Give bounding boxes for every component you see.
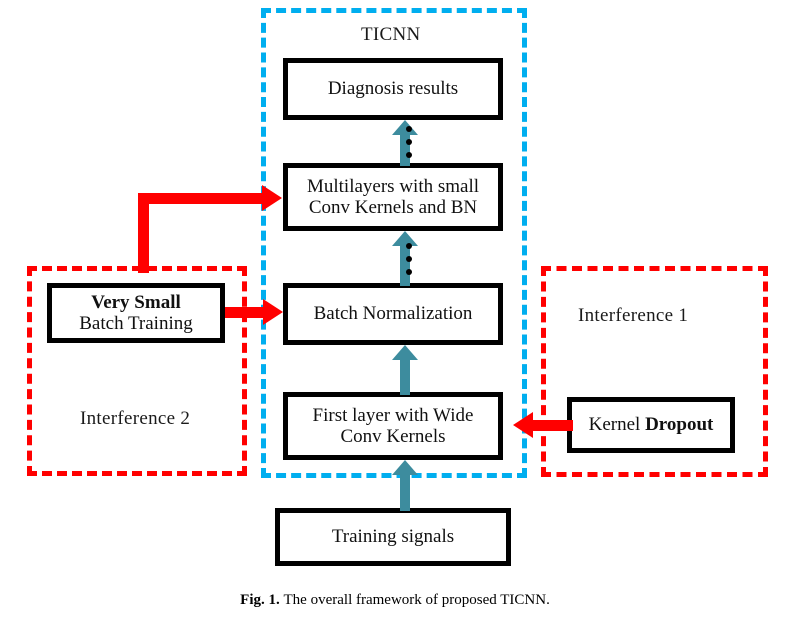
interference-1-group-label: Interference 1 [578,305,689,326]
arrow-shaft [400,241,410,286]
ellipsis-dot [406,152,412,158]
ticnn-group-label: TICNN [361,24,421,45]
flow-arrow-multilayers-to-diagnosis [392,120,418,166]
node-kernel-dropout-word1: Kernel [588,414,646,436]
node-first-layer-label: First layer with Wide Conv Kernels [313,405,474,448]
node-first-layer-line2: Conv Kernels [340,426,446,447]
node-first-layer-line1: First layer with Wide [312,404,474,426]
interference-1-group-boundary [541,266,768,477]
ticnn-group-boundary [261,8,527,478]
ellipsis-dot [406,256,412,262]
interference-arrow-verysmall-to-multilayers-head-icon [262,185,282,211]
node-training-signals: Training signals [275,508,511,566]
arrow-head-icon [392,345,418,360]
node-very-small-batch-label: Very Small Batch Training [79,292,192,335]
interference-arrow-verysmall-to-multilayers-vertical [138,193,149,273]
node-multilayers-line1: Multilayers with small [306,175,480,197]
arrow-head-icon [392,460,418,475]
vertical-ellipsis-icon-upper [406,126,413,165]
node-batch-normalization-label: Batch Normalization [313,303,473,325]
figure-caption: Fig. 1. The overall framework of propose… [0,592,790,609]
flow-arrow-training-to-firstlayer [392,460,418,511]
node-kernel-dropout-label: Kernel Dropout [589,414,714,435]
ellipsis-dot [406,126,412,132]
node-multilayers-label: Multilayers with small Conv Kernels and … [307,176,479,219]
interference-arrow-dropout-to-firstlayer-head-icon [513,412,533,438]
ellipsis-dot [406,243,412,249]
arrow-shaft [400,130,410,166]
node-diagnosis-results-label: Diagnosis results [327,78,459,100]
interference-arrow-verysmall-to-batchnorm-head-icon [263,299,283,325]
node-kernel-dropout-word2: Dropout [645,414,714,436]
node-batch-normalization: Batch Normalization [283,283,503,345]
ellipsis-dot [406,139,412,145]
vertical-ellipsis-icon-lower [406,243,413,282]
arrow-head-icon [392,120,418,135]
interference-arrow-dropout-to-firstlayer-shaft [523,420,573,431]
figure-number: Fig. 1. [240,592,280,608]
interference-arrow-verysmall-to-multilayers-horizontal [138,193,268,204]
interference-2-group-boundary [27,266,247,476]
flow-arrow-batchnorm-to-multilayers [392,231,418,286]
arrow-shaft [400,355,410,395]
interference-2-group-label: Interference 2 [80,408,191,429]
arrow-head-icon [392,231,418,246]
figure-caption-text: The overall framework of proposed TICNN. [283,592,550,608]
node-kernel-dropout: Kernel Dropout [567,397,735,453]
interference-arrow-verysmall-to-batchnorm-shaft [225,307,269,318]
node-multilayers: Multilayers with small Conv Kernels and … [283,163,503,231]
flow-arrow-firstlayer-to-batchnorm [392,345,418,395]
arrow-shaft [400,470,410,511]
node-multilayers-line2: Conv Kernels and BN [308,197,478,218]
node-very-small-batch-training: Very Small Batch Training [47,283,225,343]
node-first-layer-wide-conv: First layer with Wide Conv Kernels [283,392,503,460]
node-training-signals-label: Training signals [331,526,455,548]
ellipsis-dot [406,269,412,275]
node-very-small-batch-line2: Batch Training [79,313,193,334]
node-very-small-batch-line1: Very Small [91,291,181,313]
node-diagnosis-results: Diagnosis results [283,58,503,120]
